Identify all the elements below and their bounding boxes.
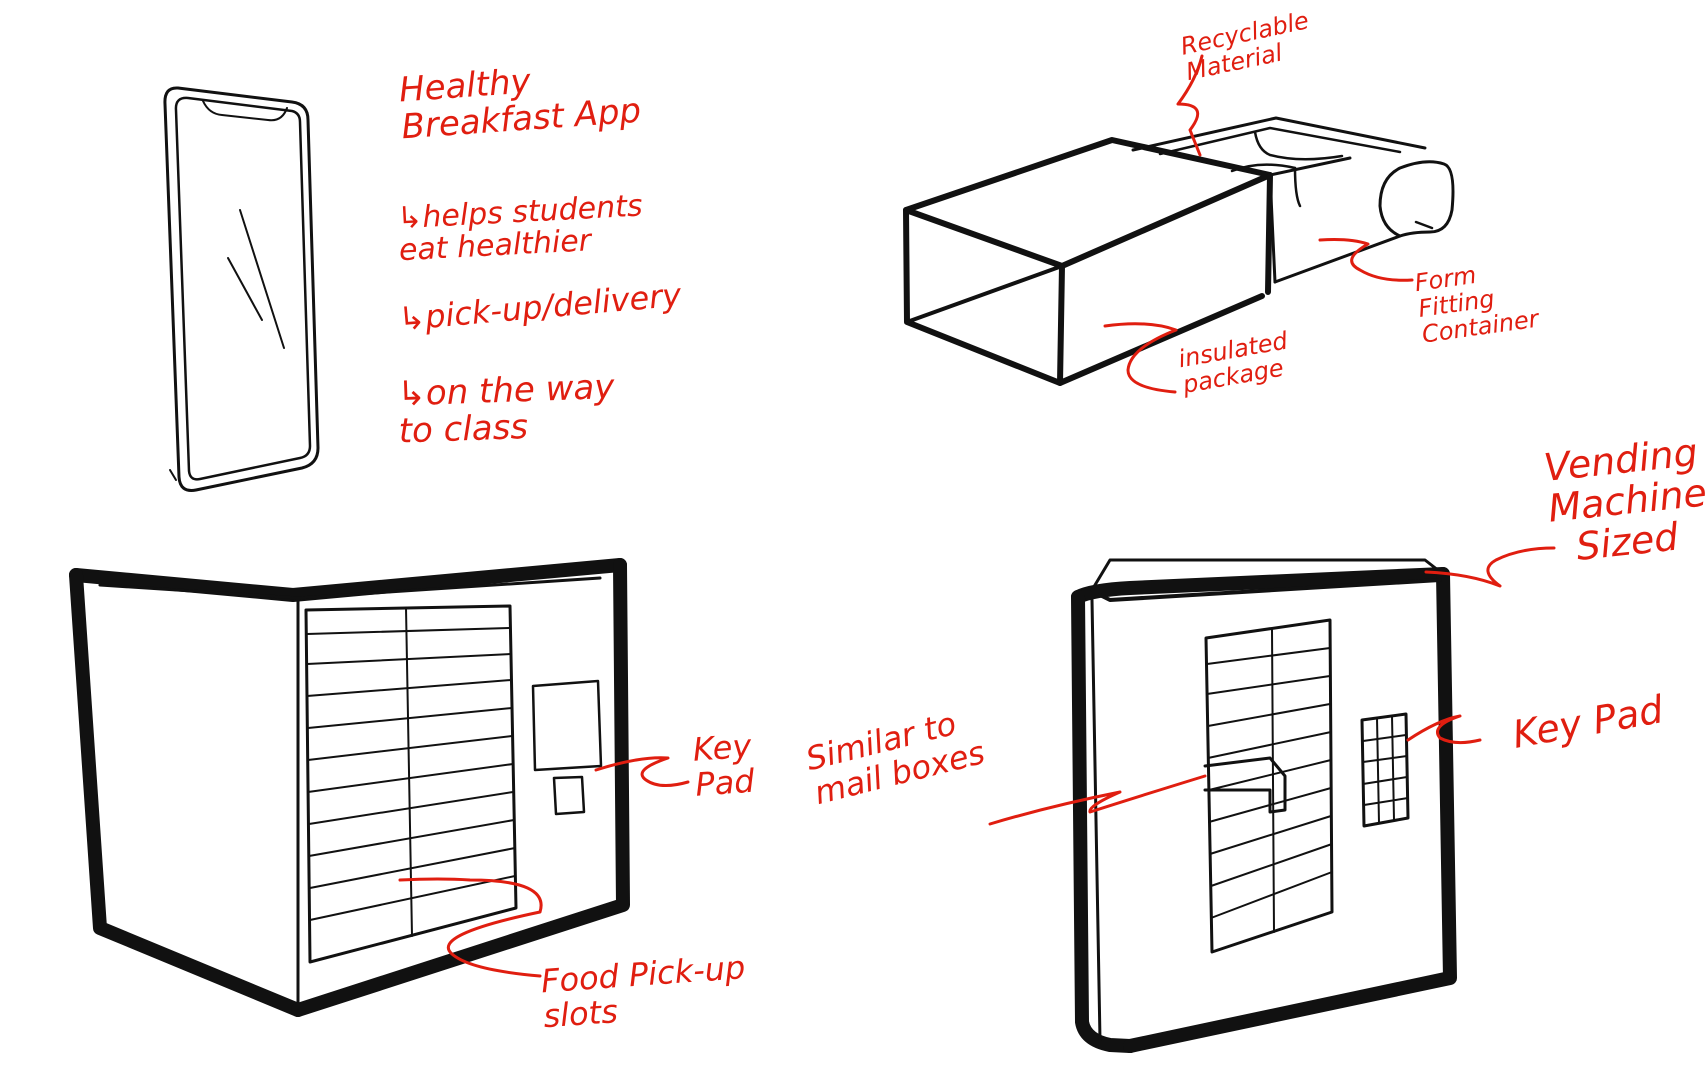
arrow-insulated bbox=[1103, 322, 1178, 394]
vending-machine-label: Vending Machine Sized bbox=[1541, 430, 1707, 570]
bullet-way-to-class: ↳on the way to class bbox=[396, 366, 616, 452]
arrow-key-pad-right bbox=[1406, 714, 1482, 745]
arrow-recyclable bbox=[1176, 54, 1204, 157]
key-pad-left-label: Key Pad bbox=[691, 726, 756, 804]
arrow-key-pad-left bbox=[594, 756, 690, 787]
smartphone-icon bbox=[163, 86, 320, 492]
vending-locker-icon bbox=[1071, 558, 1457, 1053]
arrow-form-fitting bbox=[1318, 238, 1414, 282]
arrow-food-slots bbox=[398, 877, 543, 978]
annotation-arrows bbox=[398, 54, 1556, 978]
arrow-similar bbox=[988, 774, 1207, 826]
pickup-locker-icon bbox=[69, 558, 630, 1017]
arrow-vending bbox=[1424, 546, 1556, 588]
insulated-box-icon bbox=[903, 116, 1455, 386]
